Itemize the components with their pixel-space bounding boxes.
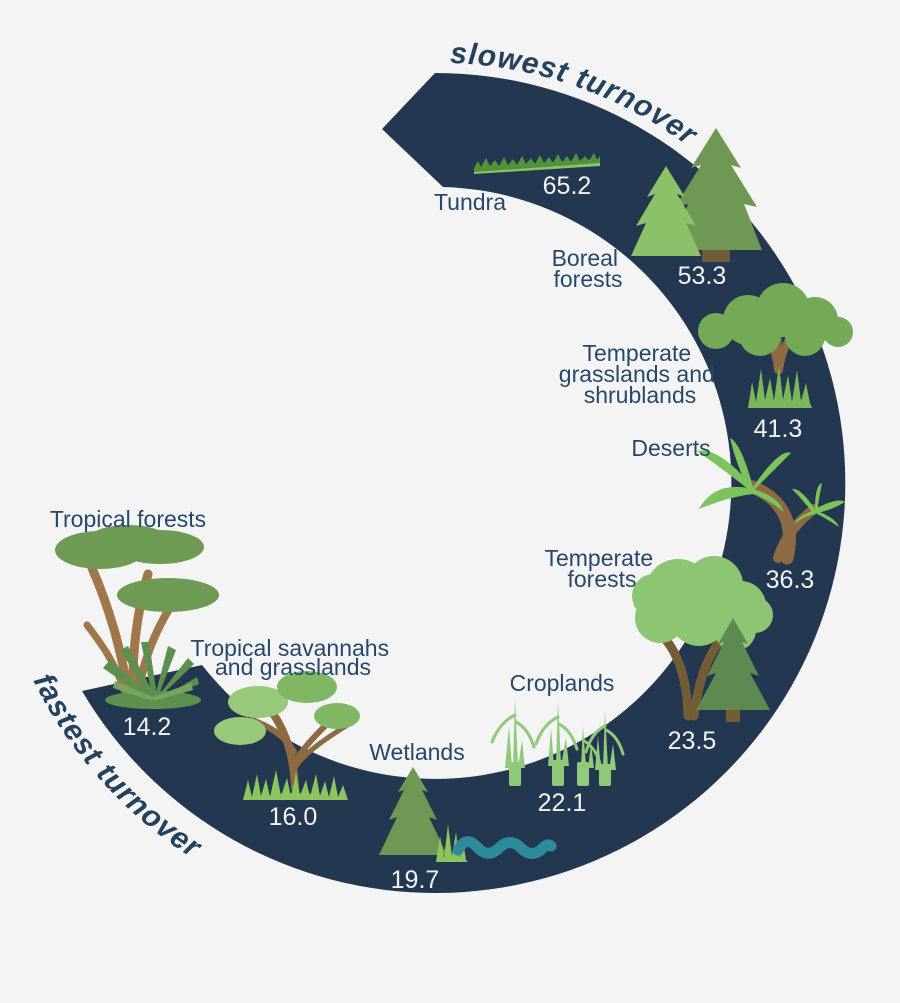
boreal-pine-trees-icon (631, 128, 762, 262)
label-deserts: Deserts (631, 435, 710, 461)
value-tundra: 65.2 (543, 172, 592, 200)
value-deserts: 36.3 (766, 566, 815, 594)
crop-stalks-icon (490, 698, 625, 786)
value-boreal-forests: 53.3 (678, 262, 727, 290)
turnover-arc-band (82, 72, 846, 893)
label-temperate-forests: Temperate forests (544, 545, 659, 592)
label-tropical-savannahs: Tropical savannahs and grasslands (191, 635, 396, 680)
deciduous-and-pine-icon (632, 556, 773, 722)
value-wetlands: 19.7 (391, 866, 440, 894)
label-tundra: Tundra (434, 189, 506, 215)
pine-grass-water-icon (379, 767, 557, 862)
savannah-tree-icon (214, 671, 360, 800)
label-wetlands: Wetlands (369, 739, 464, 765)
label-boreal-forests: Boreal forests (552, 245, 625, 292)
label-tropical-forests: Tropical forests (50, 506, 206, 532)
tropical-trees-fern-icon (55, 525, 219, 709)
biome-values: 65.2 53.3 41.3 36.3 23.5 22.1 19.7 16.0 … (123, 172, 815, 894)
tundra-grass-icon (474, 153, 600, 174)
tree-with-grass-icon (698, 283, 853, 408)
value-temperate-forests: 23.5 (668, 727, 717, 755)
value-temperate-grasslands: 41.3 (754, 415, 803, 443)
biome-labels: Tundra Boreal forests Temperate grasslan… (50, 189, 721, 765)
label-croplands: Croplands (510, 670, 615, 696)
palm-trees-icon (697, 438, 845, 565)
value-tropical-forests: 14.2 (123, 713, 172, 741)
value-tropical-savannahs: 16.0 (269, 803, 318, 831)
value-croplands: 22.1 (538, 789, 587, 817)
label-temperate-grasslands: Temperate grasslands and shrublands (559, 340, 721, 408)
